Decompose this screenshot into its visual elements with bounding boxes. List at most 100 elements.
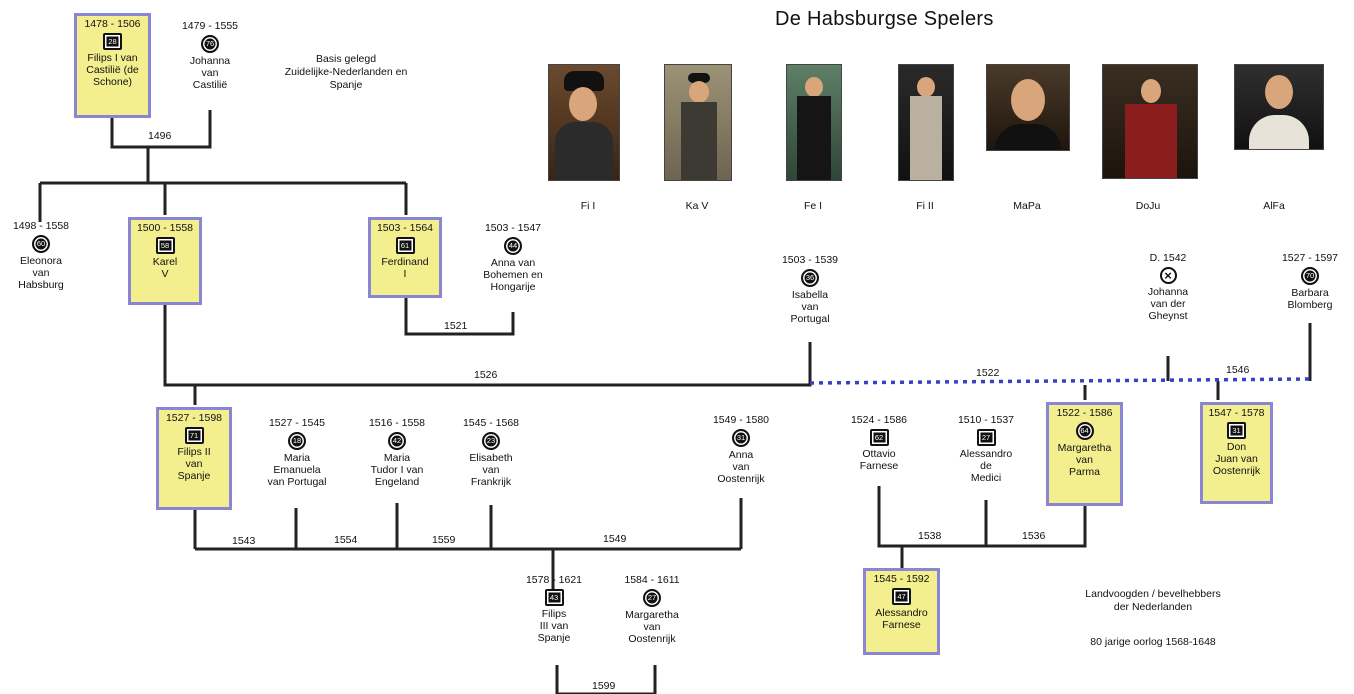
- portrait-caption: Fe I: [803, 200, 823, 212]
- line-karel-isabella: [163, 305, 812, 387]
- person-eleonora: 1498 - 1558 60 Eleonora van Habsburg: [2, 220, 80, 291]
- person-name: Filips III van Spanje: [537, 608, 571, 644]
- portrait-fi-ii: [898, 64, 954, 181]
- person-name: Alessandro Farnese: [875, 607, 928, 631]
- age-icon: 44: [504, 237, 522, 255]
- person-name: Johanna van der Gheynst: [1147, 286, 1189, 322]
- person-years: 1584 - 1611: [624, 574, 680, 586]
- person-name: Margaretha van Oostenrijk: [625, 609, 679, 645]
- age-icon: 76: [201, 35, 219, 53]
- deceased-cross-icon: ×: [1159, 267, 1177, 284]
- person-years: 1527 - 1597: [1281, 252, 1339, 264]
- marriage-year: 1554: [334, 534, 358, 546]
- person-don-juan: 1547 - 1578 31 Don Juan van Oostenrijk: [1200, 402, 1273, 504]
- marriage-year: 1496: [148, 130, 172, 142]
- age-icon: 62: [869, 429, 889, 446]
- person-name: Johanna van Castilië: [189, 55, 231, 91]
- age-icon: 31: [1227, 422, 1246, 439]
- person-years: 1527 - 1598: [165, 412, 223, 424]
- person-karel-v: 1500 - 1558 58 Karel V: [128, 217, 202, 305]
- person-years: D. 1542: [1149, 252, 1187, 264]
- person-name: Eleonora van Habsburg: [18, 255, 64, 291]
- person-elisabeth: 1545 - 1568 23 Elisabeth van Frankrijk: [451, 417, 531, 488]
- person-name: Alessandro de Medici: [959, 448, 1013, 484]
- age-icon: 61: [395, 237, 415, 254]
- person-maria-tudor: 1516 - 1558 42 Maria Tudor I van Engelan…: [356, 417, 438, 488]
- person-name: Anna van Oostenrijk: [717, 449, 765, 485]
- age-icon: 43: [544, 589, 564, 606]
- portrait-caption: Fi I: [580, 200, 596, 212]
- person-years: 1549 - 1580: [712, 414, 770, 426]
- person-ottavio: 1524 - 1586 62 Ottavio Farnese: [838, 414, 920, 472]
- person-maria-portugal: 1527 - 1545 18 Maria Emanuela van Portug…: [256, 417, 338, 488]
- person-years: 1510 - 1537: [957, 414, 1015, 426]
- person-name: Barbara Blomberg: [1287, 287, 1333, 311]
- person-years: 1498 - 1558: [12, 220, 70, 232]
- person-years: 1524 - 1586: [850, 414, 908, 426]
- person-years: 1547 - 1578: [1208, 407, 1265, 419]
- portrait-caption: DoJu: [1135, 200, 1161, 212]
- person-years: 1503 - 1547: [484, 222, 542, 234]
- person-years: 1578 - 1621: [525, 574, 583, 586]
- person-margaretha-parma: 1522 - 1586 64 Margaretha van Parma: [1046, 402, 1123, 506]
- line-margaretha-husbands: [877, 486, 1087, 548]
- person-margaretha-oostenrijk: 1584 - 1611 27 Margaretha van Oostenrijk: [610, 574, 694, 645]
- age-icon: 36: [801, 269, 819, 287]
- person-years: 1527 - 1545: [268, 417, 326, 429]
- portrait-caption: AlFa: [1263, 200, 1285, 212]
- page-title: De Habsburgse Spelers: [775, 8, 994, 30]
- person-years: 1479 - 1555: [181, 20, 239, 32]
- portrait-caption: Ka V: [685, 200, 709, 212]
- person-years: 1478 - 1506: [84, 18, 141, 30]
- portrait-caption: MaPa: [1013, 200, 1041, 212]
- note-landvoogden: Landvoogden / bevelhebbers der Nederland…: [1085, 588, 1221, 613]
- person-filips-i: 1478 - 1506 28 Filips I van Castilië (de…: [74, 13, 151, 118]
- person-name: Elisabeth van Frankrijk: [469, 452, 513, 488]
- person-name: Filips II van Spanje: [177, 446, 211, 482]
- person-alessandro-medici: 1510 - 1537 27 Alessandro de Medici: [944, 414, 1028, 484]
- person-years: 1516 - 1558: [368, 417, 426, 429]
- person-name: Maria Emanuela van Portugal: [267, 452, 327, 488]
- age-icon: 27: [976, 429, 996, 446]
- line-filips1-johanna: [110, 110, 212, 149]
- person-anna-bohemen: 1503 - 1547 44 Anna van Bohemen en Honga…: [472, 222, 554, 293]
- marriage-year: 1559: [432, 534, 456, 546]
- person-name: Maria Tudor I van Engeland: [370, 452, 424, 488]
- marriage-year: 1543: [232, 535, 256, 547]
- person-filips-iii: 1578 - 1621 43 Filips III van Spanje: [514, 574, 594, 644]
- person-name: Don Juan van Oostenrijk: [1212, 441, 1261, 477]
- person-name: Margaretha van Parma: [1057, 442, 1112, 478]
- age-icon: 27: [643, 589, 661, 607]
- age-icon: 70: [1301, 267, 1319, 285]
- marriage-year: 1521: [444, 320, 468, 332]
- person-years: 1503 - 1564: [376, 222, 434, 234]
- portrait-doju: [1102, 64, 1198, 179]
- portrait-ka-v: [664, 64, 732, 181]
- age-icon: 28: [103, 33, 122, 50]
- person-name: Filips I van Castilië (de Schone): [86, 52, 139, 88]
- person-years: 1522 - 1586: [1056, 407, 1113, 419]
- person-years: 1503 - 1539: [781, 254, 839, 266]
- portrait-caption: Fi II: [916, 200, 934, 212]
- person-barbara: 1527 - 1597 70 Barbara Blomberg: [1268, 252, 1352, 311]
- age-icon: 31: [732, 429, 750, 447]
- person-years: 1545 - 1592: [873, 573, 930, 585]
- age-icon: 42: [388, 432, 406, 450]
- line-ferdinand-anna: [404, 298, 515, 336]
- marriage-year: 1546: [1226, 364, 1250, 376]
- marriage-year: 1549: [603, 533, 627, 545]
- person-johanna-gheynst: D. 1542 × Johanna van der Gheynst: [1128, 252, 1208, 322]
- portrait-mapa: [986, 64, 1070, 151]
- person-name: Karel V: [152, 256, 178, 280]
- marriage-year: 1522: [976, 367, 1000, 379]
- marriage-year: 1599: [592, 680, 616, 692]
- age-icon: 71: [184, 427, 204, 444]
- person-years: 1545 - 1568: [462, 417, 520, 429]
- person-isabella: 1503 - 1539 36 Isabella van Portugal: [770, 254, 850, 325]
- person-name: Anna van Bohemen en Hongarije: [483, 257, 543, 293]
- person-name: Isabella van Portugal: [790, 289, 830, 325]
- person-name: Ferdinand I: [381, 256, 429, 280]
- marriage-year: 1526: [474, 369, 498, 381]
